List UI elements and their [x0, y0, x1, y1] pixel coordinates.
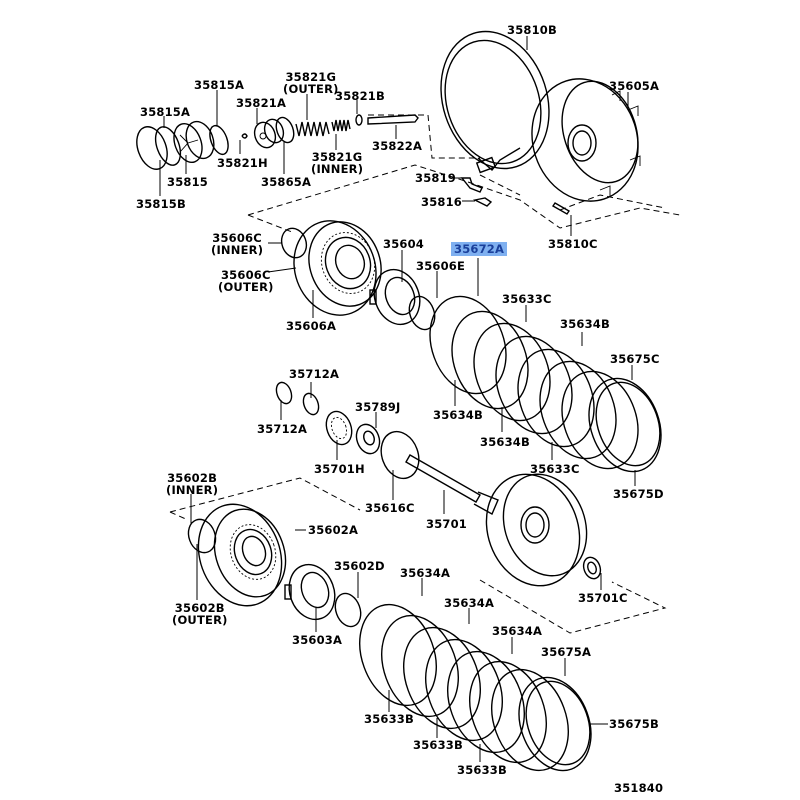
label-35815A-lower: 35815A	[140, 105, 191, 119]
pin-35816	[472, 197, 493, 207]
group-outline-servo	[368, 114, 480, 159]
label-35606C-outer: 35606C (OUTER)	[218, 268, 274, 294]
clutch-piston-35606A	[293, 220, 382, 316]
group-outline-lower	[169, 477, 361, 513]
washer-35821B	[355, 114, 363, 126]
label-35815: 35815	[167, 175, 209, 189]
label-35672A-highlighted[interactable]: 35672A	[451, 242, 508, 256]
label-35604: 35604	[383, 237, 425, 251]
clutch-pack-lower	[359, 603, 592, 772]
label-35605A: 35605A	[609, 79, 660, 93]
snap-ring-35606E	[408, 295, 436, 331]
label-35606E: 35606E	[416, 259, 466, 273]
o-ring-35815A	[154, 126, 182, 166]
plate-35616C	[380, 430, 420, 480]
label-35675D: 35675D	[613, 487, 664, 501]
label-35602D: 35602D	[334, 559, 385, 573]
spring-retainer-35603A	[284, 563, 336, 621]
strut-35810C	[552, 202, 570, 215]
label-35821H: 35821H	[217, 156, 268, 170]
figure-number: 351840	[614, 781, 664, 795]
spring-retainer-35604	[369, 268, 421, 326]
race-35712A-2	[302, 392, 320, 416]
rod-35822A	[367, 114, 419, 125]
o-ring-35602B-inner	[187, 518, 217, 554]
clutch-pack-35672A	[429, 295, 662, 473]
snap-ring-35602D	[334, 592, 362, 628]
label-35602B-outer: 35602B (OUTER)	[172, 601, 228, 627]
label-35865A: 35865A	[261, 175, 312, 189]
label-35633C-upper: 35633C	[502, 292, 552, 306]
label-35603A: 35603A	[292, 633, 343, 647]
o-ring-35606C-inner	[280, 227, 308, 259]
clutch-piston-35602A	[197, 503, 287, 607]
label-35633B-1: 35633B	[364, 712, 414, 726]
o-ring-35815A-2	[209, 124, 229, 156]
label-35606A: 35606A	[286, 319, 337, 333]
label-35821G-inner: 35821G (INNER)	[311, 150, 364, 176]
label-35634B-mid: 35634B	[480, 435, 530, 449]
label-35634A-1: 35634A	[400, 566, 451, 580]
label-35821A: 35821A	[236, 96, 287, 110]
label-35675B: 35675B	[609, 717, 659, 731]
label-35634B-right: 35634B	[560, 317, 610, 331]
label-35633B-3: 35633B	[457, 763, 507, 777]
label-35819: 35819	[415, 171, 457, 185]
label-35675A: 35675A	[541, 645, 592, 659]
spring-35821G-inner	[331, 119, 351, 132]
label-35701: 35701	[426, 517, 468, 531]
label-35634B-left: 35634B	[433, 408, 483, 422]
leader-lines	[159, 36, 636, 762]
label-35606C-inner: 35606C (INNER)	[211, 231, 264, 257]
label-35821G-outer: 35821G (OUTER)	[283, 70, 339, 96]
label-35602A: 35602A	[308, 523, 359, 537]
label-35821B: 35821B	[335, 89, 385, 103]
drum-35605A	[531, 78, 641, 202]
label-35810B: 35810B	[507, 23, 557, 37]
label-35634A-3: 35634A	[492, 624, 543, 638]
label-35633B-2: 35633B	[413, 738, 463, 752]
label-35701H: 35701H	[314, 462, 365, 476]
snap-ring-35815B	[136, 126, 168, 170]
clip-35821H	[241, 133, 248, 139]
label-35634A-2: 35634A	[444, 596, 495, 610]
label-35810C: 35810C	[548, 237, 598, 251]
label-35701C: 35701C	[578, 591, 628, 605]
thrust-bearing-35701H	[325, 410, 353, 446]
washer-35789J	[355, 423, 381, 455]
brake-band-35810B	[440, 30, 550, 174]
label-35675C: 35675C	[610, 352, 660, 366]
label-35602B-inner: 35602B (INNER)	[166, 471, 219, 497]
label-35816: 35816	[421, 195, 463, 209]
bolt-35819	[460, 177, 483, 193]
label-35712A-upper: 35712A	[289, 367, 340, 381]
race-35712A-1	[275, 381, 293, 405]
shaft-hub-35701	[405, 454, 588, 587]
label-35815A-upper: 35815A	[194, 78, 245, 92]
label-35712A-lower: 35712A	[257, 422, 308, 436]
label-35616C: 35616C	[365, 501, 415, 515]
spring-35821G-outer	[295, 121, 330, 137]
washer-35701C	[582, 556, 602, 580]
label-35822A: 35822A	[372, 139, 423, 153]
group-outline-upper	[247, 164, 681, 229]
label-35789J: 35789J	[355, 400, 401, 414]
o-ring-35865A	[275, 116, 295, 144]
label-35815B: 35815B	[136, 197, 186, 211]
piston-35815	[173, 120, 215, 164]
label-35633C-lower: 35633C	[530, 462, 580, 476]
piston-35821A	[253, 118, 285, 149]
